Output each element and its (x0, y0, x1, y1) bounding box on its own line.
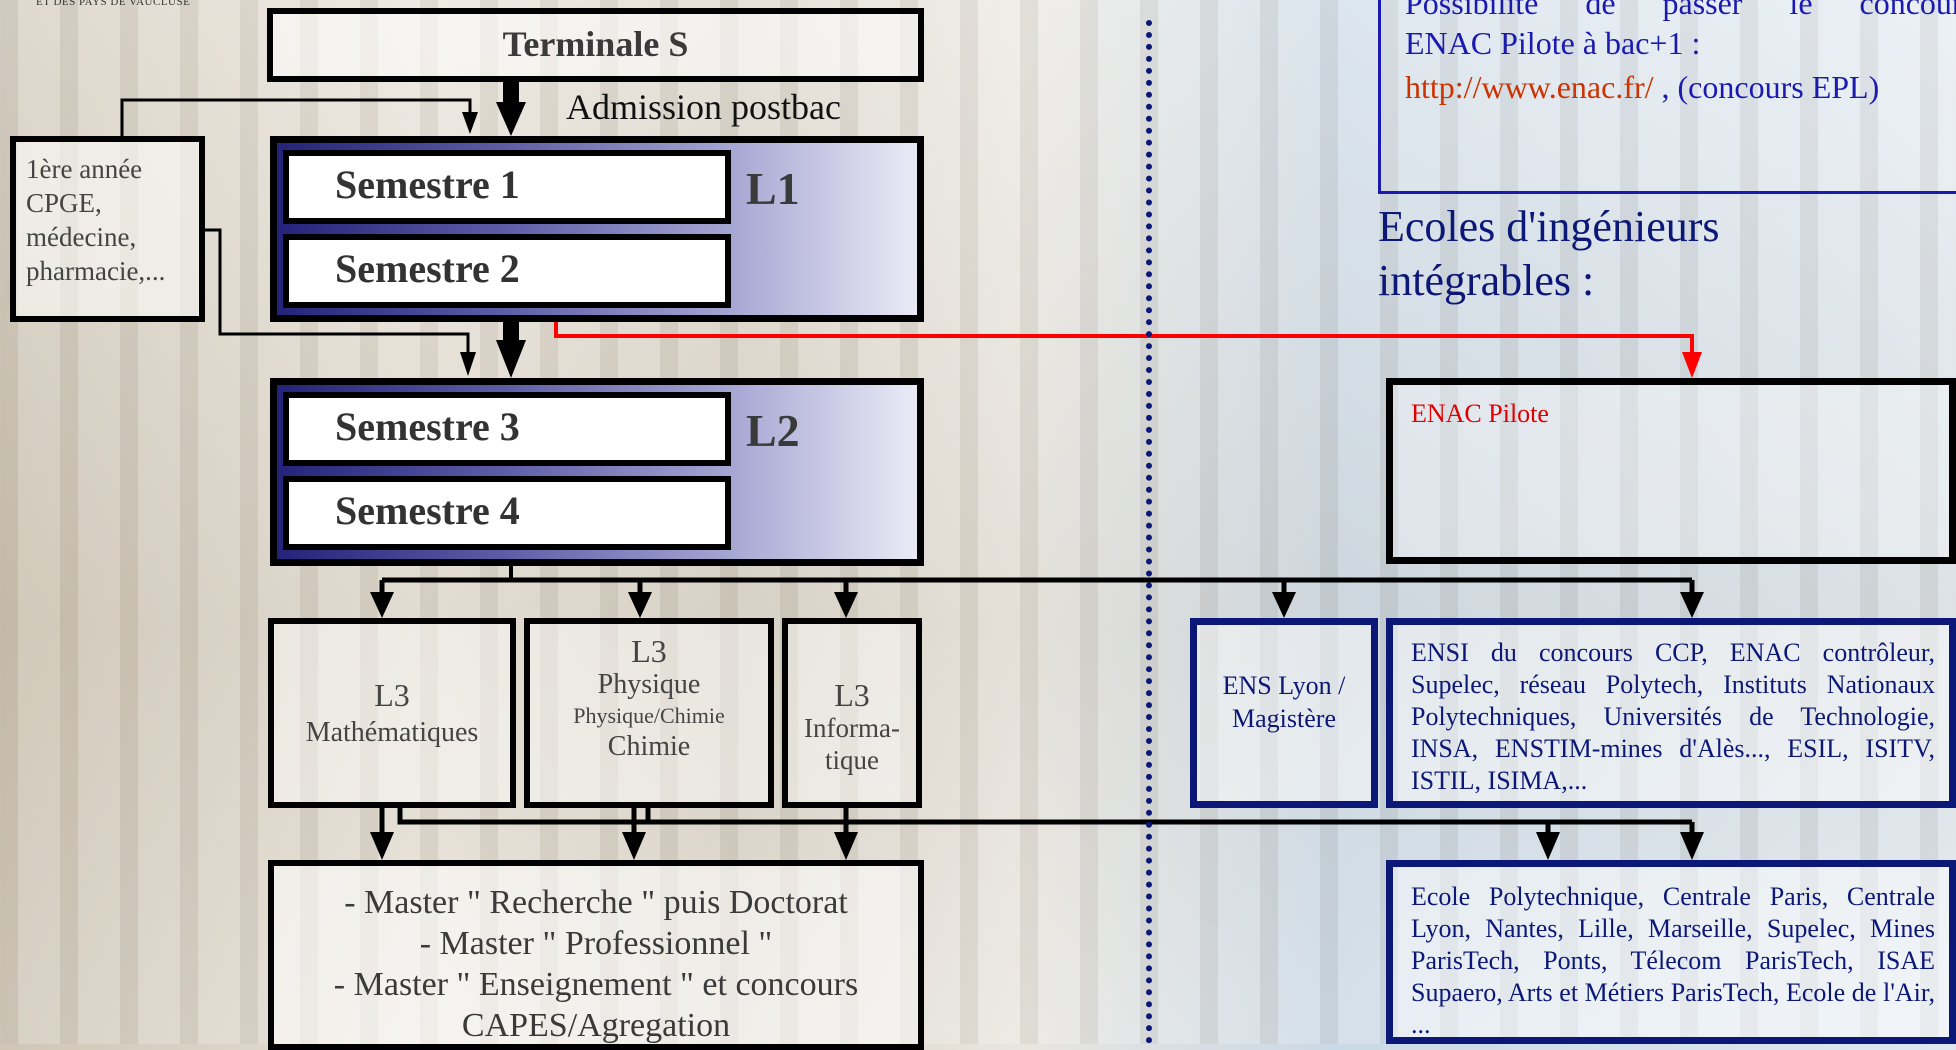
semestre-1: Semestre 1 (283, 150, 731, 224)
enac-info-box: Possibilité de passer le concours ENAC P… (1378, 0, 1956, 194)
ens-lyon-box: ENS Lyon / Magistère (1190, 618, 1378, 808)
logo-caption: ET DES PAYS DE VAUCLUSE (36, 0, 191, 8)
arrow-side-to-l2 (205, 228, 476, 376)
ecoles-title: Ecoles d'ingénieurs intégrables : (1378, 200, 1720, 308)
arrow-side-to-l1 (120, 98, 478, 136)
arrow-l1-to-l2 (496, 322, 526, 378)
l3-mathematiques-box: L3 Mathématiques (268, 618, 516, 808)
semestre-2: Semestre 2 (283, 234, 731, 308)
l3-subject: Mathématiques (305, 717, 479, 748)
l2-label: L2 (746, 405, 800, 456)
ens-line: Magistère (1232, 704, 1336, 733)
master-line: CAPES/Agregation (461, 1007, 731, 1044)
prior-studies-line: pharmacie,... (26, 256, 166, 286)
master-box: - Master " Recherche " puis Doctorat - M… (268, 860, 924, 1050)
info-link-suffix: , (concours EPL) (1653, 69, 1880, 105)
prior-studies-box: 1ère année CPGE, médecine, pharmacie,... (10, 136, 205, 322)
enac-pilote-label: ENAC Pilote (1411, 399, 1549, 428)
semestre-4: Semestre 4 (283, 476, 731, 550)
info-link-line: http://www.enac.fr/ , (concours EPL) (1405, 67, 1956, 107)
prior-studies-line: CPGE, (26, 188, 102, 218)
arrow-l1-to-enac (554, 322, 1702, 378)
master-line: - Master " Enseignement " et concours (333, 966, 859, 1003)
l3-subject: Physique (597, 669, 701, 700)
ecoles-title-line: intégrables : (1378, 256, 1595, 305)
l3-title: L3 (631, 633, 667, 669)
ensi-schools-text: ENSI du concours CCP, ENAC contrôleur, S… (1411, 638, 1935, 795)
ensi-schools-box: ENSI du concours CCP, ENAC contrôleur, S… (1386, 618, 1956, 808)
enac-link[interactable]: http://www.enac.fr/ (1405, 69, 1654, 105)
info-line: Possibilité de passer le concours (1405, 0, 1956, 21)
master-line: - Master " Recherche " puis Doctorat (344, 884, 848, 921)
arrow-terminale-to-l1 (496, 82, 526, 136)
l3-title: L3 (374, 677, 410, 713)
ens-line: ENS Lyon / (1222, 671, 1346, 700)
arrow-l3-to-master (370, 808, 1704, 860)
column-divider (1146, 20, 1152, 1044)
grandes-ecoles-box: Ecole Polytechnique, Centrale Paris, Cen… (1386, 860, 1956, 1044)
terminale-box: Terminale S (267, 8, 924, 82)
l3-physique-chimie-box: L3 Physique Physique/Chimie Chimie (524, 618, 774, 808)
master-line: - Master " Professionnel " (419, 925, 773, 962)
grandes-ecoles-text: Ecole Polytechnique, Centrale Paris, Cen… (1411, 882, 1935, 1039)
l3-title: L3 (834, 677, 870, 713)
admission-label: Admission postbac (566, 87, 841, 127)
ecoles-title-line: Ecoles d'ingénieurs (1378, 202, 1720, 251)
l3-subject: tique (825, 745, 879, 775)
semestre-3: Semestre 3 (283, 392, 731, 466)
l3-subject: Chimie (607, 731, 691, 762)
l3-subject: Physique/Chimie (573, 703, 725, 728)
l3-informatique-box: L3 Informa- tique (782, 618, 922, 808)
l3-subject: Informa- (804, 713, 900, 743)
prior-studies-line: médecine, (26, 222, 137, 252)
prior-studies-line: 1ère année (26, 154, 143, 184)
info-line: ENAC Pilote à bac+1 : (1405, 25, 1701, 61)
arrow-l2-to-l3 (370, 566, 1704, 618)
enac-pilote-box: ENAC Pilote (1386, 378, 1956, 564)
l1-label: L1 (746, 163, 800, 214)
